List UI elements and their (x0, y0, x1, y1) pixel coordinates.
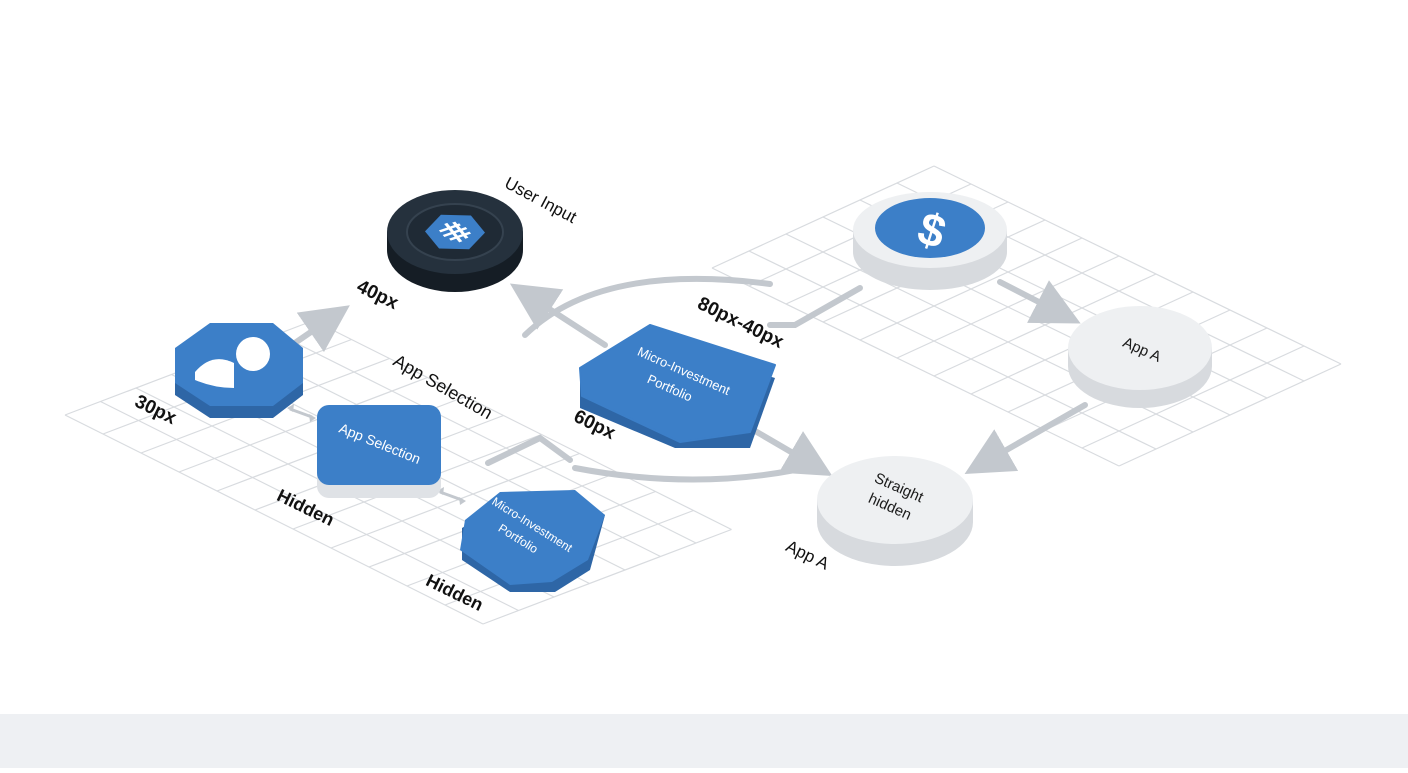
elbow-top (767, 285, 863, 328)
arrow-appa-to-straight (964, 402, 1088, 474)
footer-band (0, 714, 1408, 768)
arrow-portfolio-to-straight (747, 425, 833, 477)
micro-investment-small-node: Micro-Investment Portfolio (460, 490, 605, 592)
arc-bottom (572, 465, 798, 483)
dollar-node: $ (853, 192, 1007, 290)
label-40px: 40px (353, 276, 402, 314)
label-hidden-2: Hidden (423, 570, 487, 615)
app-a-node: App A (1068, 306, 1212, 408)
arrow-dollar-to-appa (997, 279, 1081, 324)
arrow-portfolio-to-input (509, 283, 608, 348)
app-selection-node: App Selection (317, 405, 441, 498)
label-app-a-bottom: App A (783, 537, 833, 574)
label-30px: 30px (131, 391, 180, 429)
user-input-node (387, 190, 523, 292)
user-node (175, 323, 303, 418)
arrow-user-to-input (289, 305, 350, 353)
double-arrow-1 (289, 407, 313, 419)
arc-top (522, 275, 773, 338)
micro-investment-center-node: Micro-Investment Portfolio (579, 324, 776, 448)
connectors (289, 275, 1088, 483)
user-icon (195, 337, 270, 388)
hexagon-logo-icon (425, 214, 485, 250)
double-arrows (287, 404, 466, 505)
elbow-bottom (485, 434, 573, 466)
double-arrow-2 (439, 490, 463, 502)
straight-hidden-node: Straight hidden (817, 456, 973, 566)
